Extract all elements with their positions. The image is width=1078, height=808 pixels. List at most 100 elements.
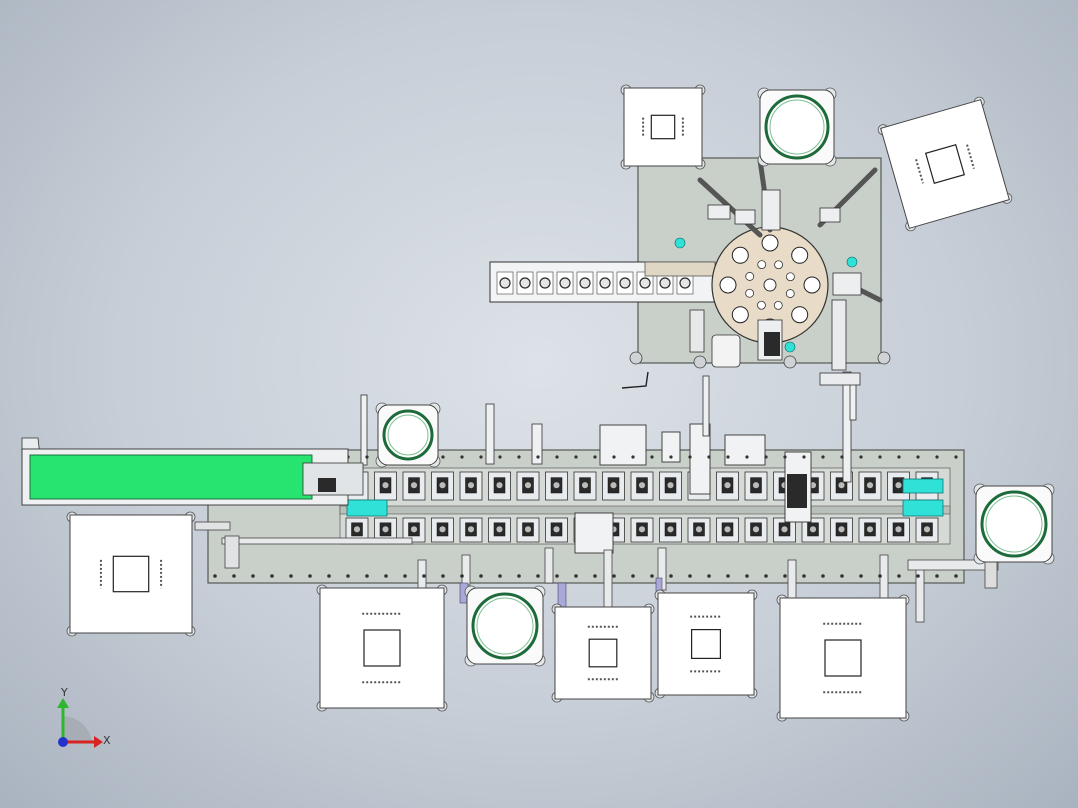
pick-head	[832, 272, 862, 296]
station-pin	[838, 482, 845, 489]
bin-bottom-4	[776, 594, 910, 722]
bottom-station	[516, 517, 540, 543]
bottom-station	[659, 517, 682, 543]
station-pin	[724, 526, 731, 533]
top-station	[516, 471, 540, 501]
bowl-main-left	[375, 402, 441, 468]
bolt	[365, 455, 369, 459]
station-pin	[781, 526, 788, 533]
table-hole	[785, 289, 795, 298]
station-pin	[809, 526, 817, 533]
top-station	[402, 471, 426, 501]
station-pin	[581, 482, 589, 489]
pick-head	[761, 189, 781, 231]
station-pin	[496, 526, 503, 533]
station-pin	[923, 526, 931, 533]
bottom-station	[687, 517, 711, 543]
bolt	[859, 574, 863, 578]
top-station	[459, 471, 483, 501]
bowl-inner-ring	[985, 495, 1043, 553]
top-station	[630, 471, 654, 501]
cylinder	[711, 334, 741, 368]
bolt	[593, 574, 597, 578]
feeder-part	[579, 277, 591, 289]
drop-actuator	[787, 559, 797, 599]
tool-head	[574, 512, 614, 554]
station-pin	[724, 482, 731, 489]
feeder-part	[539, 277, 551, 289]
bolt	[745, 455, 749, 459]
bolt	[574, 455, 578, 459]
bowl-inner-ring	[769, 99, 825, 155]
station-pin	[467, 482, 475, 489]
bolt	[441, 455, 445, 459]
bottom-station	[858, 517, 882, 543]
drop-actuator	[915, 561, 925, 623]
bolt	[536, 574, 540, 578]
bolt	[441, 574, 445, 578]
purple-chute	[557, 582, 567, 608]
station-pin	[895, 526, 902, 533]
bottom-station	[915, 517, 939, 543]
station-pin	[610, 482, 617, 489]
upper-station-layer	[489, 157, 891, 389]
shaft-bracket	[224, 535, 240, 569]
bolt	[517, 455, 521, 459]
tool-head	[724, 434, 766, 466]
bolt	[555, 455, 559, 459]
feeder-end-rail	[644, 261, 716, 277]
bolt	[726, 455, 730, 459]
bolt	[555, 574, 559, 578]
table-nest	[791, 246, 809, 264]
table-hole	[785, 272, 795, 282]
bolt	[631, 574, 635, 578]
station-pin	[524, 482, 532, 489]
station-pin	[553, 482, 560, 489]
top-station	[602, 471, 625, 501]
table-hole	[745, 288, 755, 298]
bin-top-right	[877, 96, 1013, 232]
bolt	[707, 574, 711, 578]
pick-head	[707, 204, 731, 220]
bolt	[840, 574, 844, 578]
station-pin	[439, 526, 446, 533]
bolt	[802, 455, 806, 459]
bolt	[669, 455, 673, 459]
top-station	[545, 471, 568, 501]
bolt	[460, 455, 464, 459]
bolt	[612, 455, 616, 459]
bolt	[232, 574, 236, 578]
guide-post	[485, 403, 495, 465]
pick-head	[819, 207, 841, 223]
bottom-station	[402, 517, 426, 543]
bottom-station	[345, 517, 369, 543]
bolt	[783, 455, 787, 459]
cyan-module-right-top	[902, 478, 944, 494]
feeder-part	[559, 277, 571, 289]
bolt	[403, 574, 407, 578]
guide-post	[842, 371, 852, 483]
guide-post	[849, 379, 857, 421]
station-pin	[895, 482, 902, 489]
bin-mark	[966, 144, 975, 169]
bottom-station	[545, 517, 568, 543]
bolt	[574, 574, 578, 578]
right-shaft-block	[984, 561, 998, 589]
bolt	[650, 455, 654, 459]
bolt	[384, 574, 388, 578]
pick-head-core	[764, 332, 780, 356]
bolt	[479, 574, 483, 578]
table-hole	[773, 300, 783, 310]
bowl-ring	[382, 409, 434, 461]
station-pin	[524, 526, 532, 533]
bottom-station	[801, 517, 825, 543]
bolt	[498, 574, 502, 578]
bottom-station	[431, 517, 454, 543]
bolt	[650, 574, 654, 578]
table-nest	[731, 246, 749, 264]
station-pin	[866, 526, 874, 533]
bolt	[783, 574, 787, 578]
bin-window	[824, 639, 862, 677]
bolt	[935, 455, 939, 459]
